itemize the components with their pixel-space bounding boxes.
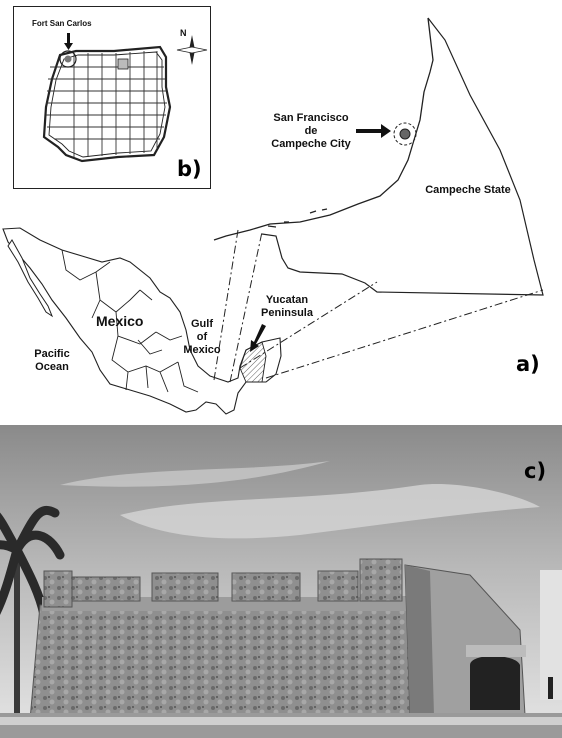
gulf-label-line1: Gulf: [191, 318, 213, 330]
coastal-islands: [267, 208, 328, 228]
pacific-label-line2: Ocean: [35, 361, 69, 373]
city-name-label: San Francisco de Campeche City: [266, 112, 356, 151]
campeche-state-boundary: [261, 17, 544, 296]
left-turret: [43, 570, 73, 608]
baja-california: [7, 239, 54, 318]
gulf-label: Gulf of Mexico: [182, 318, 222, 357]
map-campeche-state: [2, 17, 544, 415]
fort-san-carlos-core: [64, 55, 72, 63]
yucatan-label-line1: Yucatan: [265, 294, 309, 306]
arrow-to-yucatan-icon: [250, 324, 266, 352]
yucatan-label: Yucatan Peninsula: [252, 294, 322, 320]
gateway: [470, 656, 520, 710]
fort-san-carlos-marker: [59, 50, 77, 68]
panel-b-label: b): [177, 157, 202, 181]
city-label-line1: San Francisco: [273, 112, 349, 124]
yucatan-label-line2: Peninsula: [261, 307, 313, 319]
city-wall: [42, 45, 172, 163]
gulf-label-line2: of: [196, 331, 208, 343]
city-plan-drawing: [42, 33, 208, 163]
gateway-frame: [466, 645, 526, 657]
fort-photograph: c): [0, 425, 562, 738]
city-label-line3: Campeche City: [271, 138, 351, 150]
modern-building: [540, 570, 562, 700]
city-label-line2: de: [304, 125, 318, 137]
city-marker-dot: [399, 128, 411, 140]
right-bastion-shade: [405, 565, 434, 717]
north-label: N: [180, 28, 187, 38]
north-arrow-icon: [176, 35, 208, 65]
city-marker-ring: [393, 122, 417, 146]
cloud-streaks-2: [60, 461, 330, 487]
inset-city-plan: Fort San Carlos N b): [13, 6, 211, 189]
pacific-label-line1: Pacific: [34, 348, 70, 360]
state-label: Campeche State: [425, 184, 511, 196]
fort-label: Fort San Carlos: [32, 19, 92, 28]
central-plaza: [117, 58, 129, 70]
fort-photo-drawing: [0, 425, 562, 738]
arrow-to-city-icon: [356, 124, 391, 138]
sidewalk: [0, 717, 562, 725]
panel-a-label: a): [516, 352, 540, 376]
fort-wall: [29, 596, 416, 721]
cloud-streaks: [120, 484, 540, 539]
merlons: [69, 558, 403, 602]
arrow-to-fort-icon: [64, 33, 73, 50]
person-silhouette: [548, 677, 553, 699]
campeche-coastline: [213, 17, 434, 241]
mexico-label: Mexico: [96, 313, 144, 329]
city-wall-inner: [48, 51, 166, 158]
connector-lines: [213, 229, 544, 383]
palm-tree: [0, 505, 65, 715]
ground: [0, 713, 562, 738]
pacific-label: Pacific Ocean: [22, 348, 82, 374]
gulf-label-line3: Mexico: [183, 344, 221, 356]
mexico-state-lines: [61, 249, 199, 393]
street-grid: [46, 51, 167, 157]
panel-c-label: c): [524, 459, 547, 483]
